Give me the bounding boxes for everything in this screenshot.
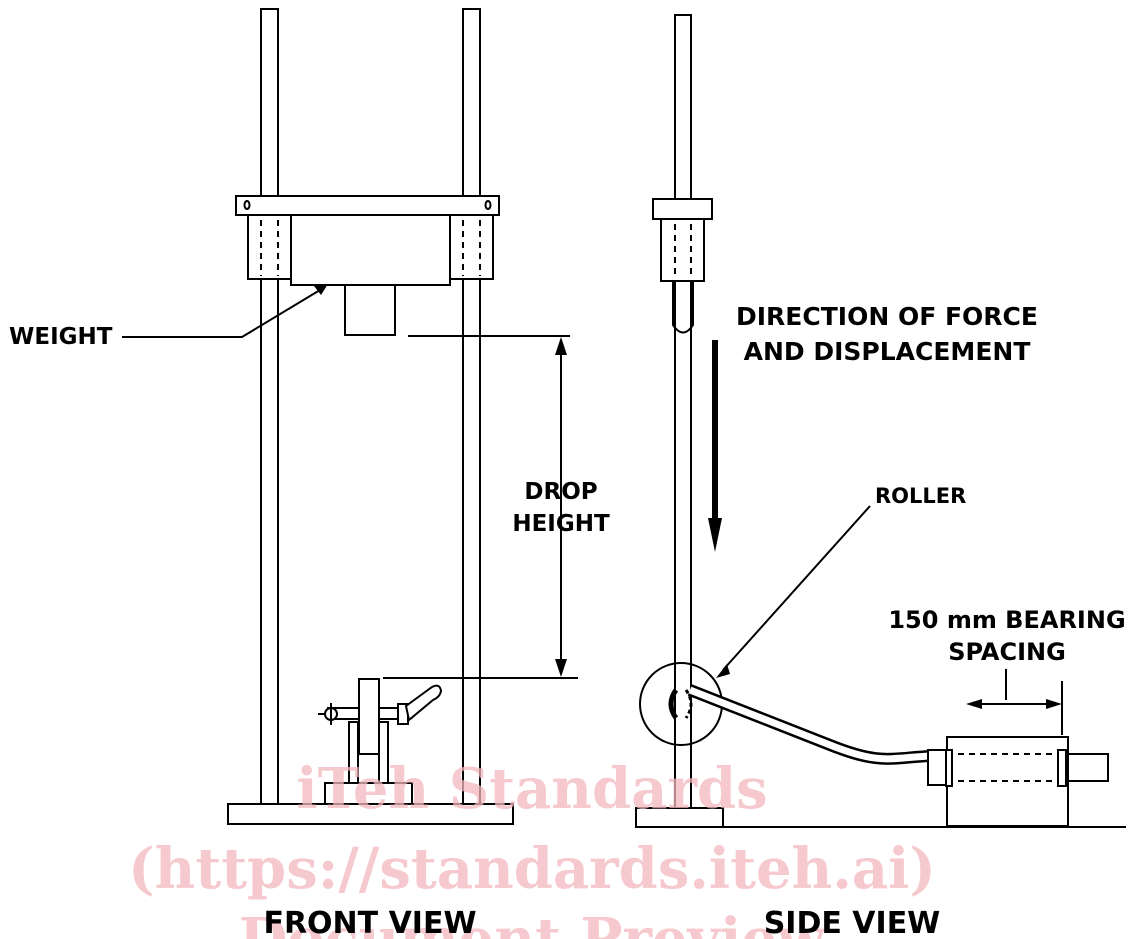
front-view: WEIGHT DROP HEIGHT: [9, 8, 610, 825]
front-crossbar-hole-right: [484, 200, 492, 210]
watermark-line-3: Document Preview: [239, 906, 827, 939]
side-striker-tip: [672, 281, 694, 334]
front-holder-lever: [404, 684, 443, 722]
front-left-rod: [260, 8, 279, 805]
watermark: iTeh Standards (https://standards.iteh.a…: [128, 756, 936, 939]
bearing-label-1: 150 mm BEARING: [888, 606, 1125, 634]
front-striker: [344, 284, 396, 336]
side-view-caption: SIDE VIEW: [764, 906, 941, 939]
front-weight-block: [290, 214, 451, 286]
front-left-sleeve: [247, 214, 292, 280]
front-right-sleeve: [449, 214, 494, 280]
force-arrow-head: [708, 518, 722, 552]
front-view-caption: FRONT VIEW: [263, 906, 476, 939]
front-specimen-plate: [358, 678, 380, 755]
side-sleeve: [660, 218, 705, 282]
side-cap: [652, 198, 713, 220]
front-holder-base: [324, 782, 413, 805]
side-rod: [674, 14, 692, 809]
front-right-rod: [462, 8, 481, 805]
roller-label: ROLLER: [875, 484, 966, 508]
bearing-right-shaft: [1067, 753, 1109, 782]
direction-label-2: AND DISPLACEMENT: [744, 337, 1031, 366]
drop-label: DROP: [524, 479, 597, 505]
watermark-line-2: (https://standards.iteh.ai): [128, 836, 936, 902]
bearing-label-2: SPACING: [948, 638, 1066, 666]
side-view: DIRECTION OF FORCE AND DISPLACEMENT ROLL…: [635, 14, 1126, 828]
front-crossbar-hole-left: [243, 200, 251, 210]
front-crossbar: [235, 195, 500, 216]
watermark-line-1: iTeh Standards: [296, 756, 767, 822]
height-label: HEIGHT: [512, 511, 610, 537]
direction-label-1: DIRECTION OF FORCE: [736, 302, 1038, 331]
flexible-cable: [687, 684, 931, 765]
bearing-left-collar: [927, 749, 948, 786]
weight-leader: [122, 289, 321, 338]
weight-label: WEIGHT: [9, 324, 113, 350]
roller-leader: [722, 505, 871, 671]
